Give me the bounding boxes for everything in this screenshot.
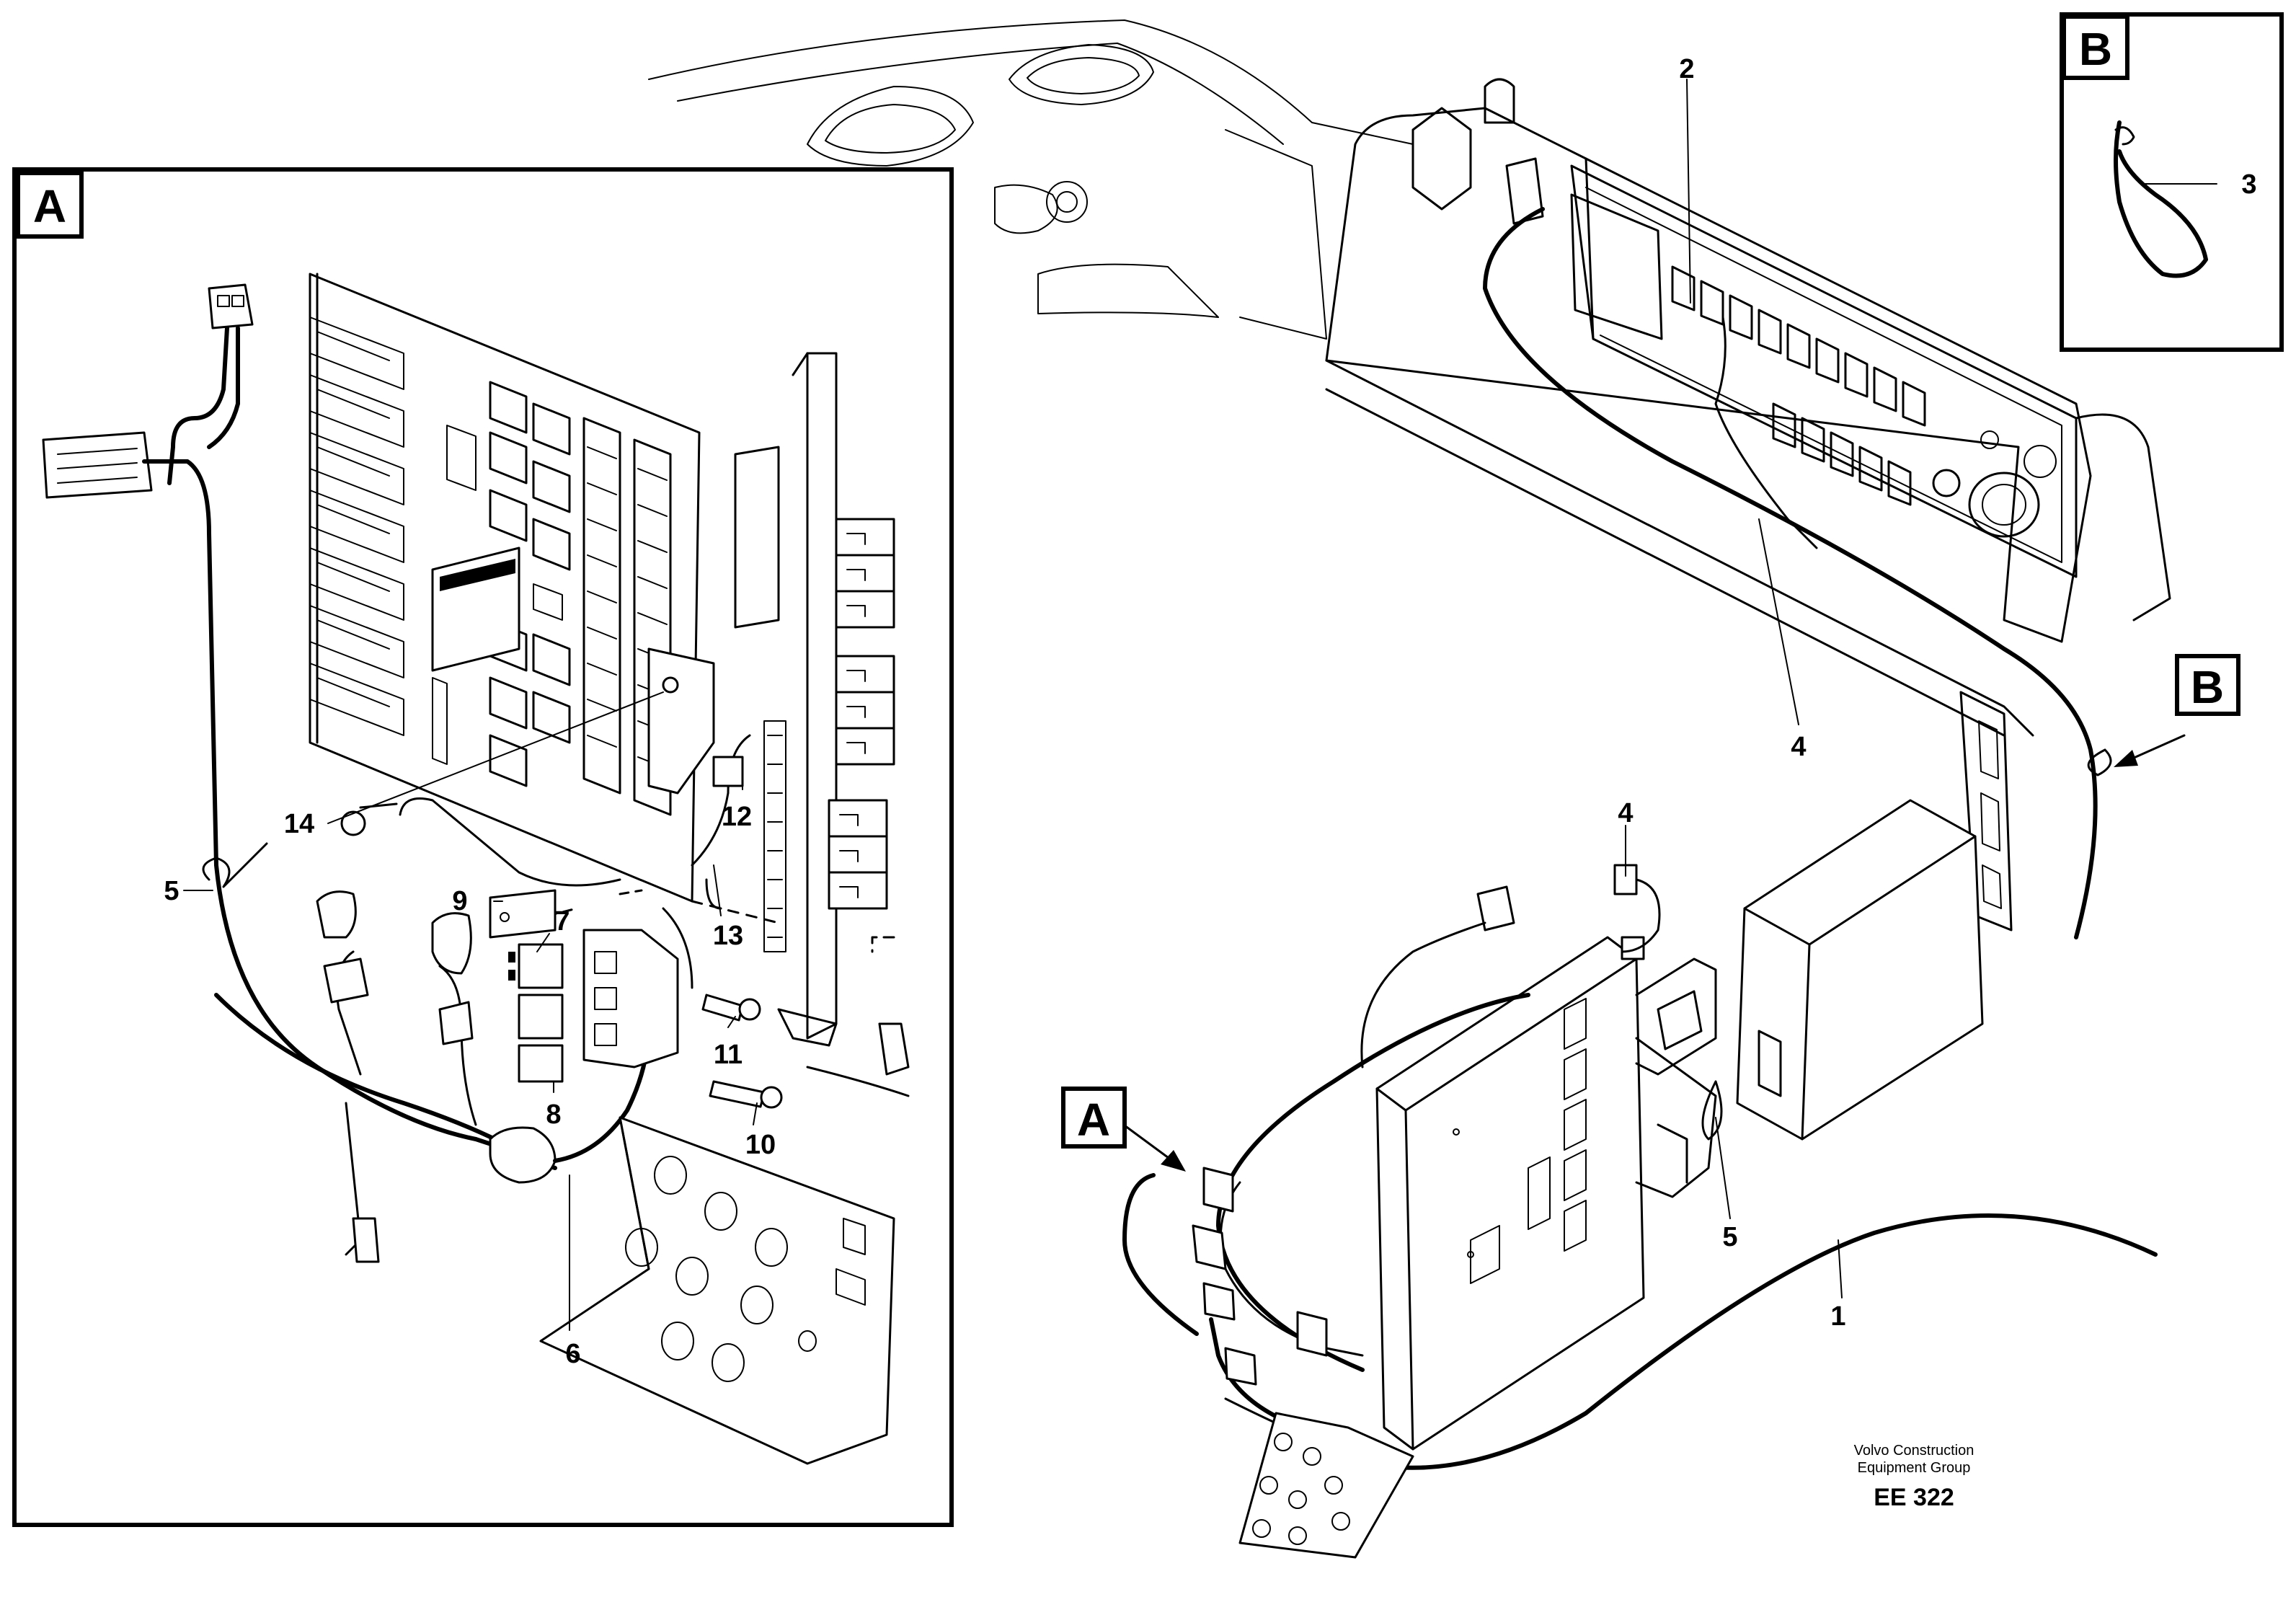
- callout-2: 2: [1679, 54, 1694, 84]
- pointer-a-label: A: [1077, 1094, 1110, 1146]
- pointer-b-label: B: [2191, 661, 2224, 713]
- detail-a-label: A: [33, 180, 66, 232]
- fuse-rail: [691, 352, 910, 1097]
- control-unit: [1736, 799, 1984, 1141]
- pointer-box-a: A: [1061, 1087, 1127, 1149]
- callout-numbers: 2 3 4 4 5 1 5 6 7 8 9 10 11 12 13 14: [164, 54, 2256, 1369]
- switch-row-lower: [1772, 402, 1912, 506]
- drawing-code: EE 322: [1874, 1484, 1954, 1511]
- cable-tie-icon: [2114, 120, 2208, 278]
- detail-a-harness: [42, 283, 895, 1465]
- callout-6: 6: [565, 1339, 580, 1369]
- callout-3: 3: [2241, 169, 2256, 200]
- callout-14: 14: [284, 809, 314, 839]
- relay-board-detail: [309, 273, 715, 903]
- callout-5-main: 5: [1722, 1222, 1737, 1252]
- callout-10: 10: [745, 1130, 776, 1160]
- callout-4-board: 4: [1618, 798, 1633, 828]
- company-line-2: Equipment Group: [1858, 1460, 1971, 1476]
- instrument-panel: [1325, 78, 2171, 939]
- callout-7: 7: [554, 906, 569, 937]
- callout-8: 8: [546, 1099, 561, 1130]
- company-line-1: Volvo Construction: [1854, 1443, 1974, 1459]
- callout-9: 9: [452, 886, 467, 916]
- callout-13: 13: [713, 921, 743, 951]
- detail-b-frame: B: [2060, 12, 2284, 352]
- drawing-footer: Volvo Construction Equipment Group EE 32…: [1854, 1443, 1974, 1511]
- cab-outline: [648, 19, 1414, 340]
- callout-4-panel: 4: [1791, 732, 1806, 762]
- switch-row-upper: [1671, 265, 1926, 427]
- callout-5-detail: 5: [164, 876, 179, 906]
- main-harness-1: [1122, 748, 2158, 1559]
- pointer-box-b: B: [2175, 654, 2240, 716]
- relay-board-main: [1375, 936, 1717, 1451]
- detail-b-label: B: [2079, 23, 2112, 75]
- gauge-icon: [1968, 472, 2040, 538]
- callout-11: 11: [714, 1040, 743, 1070]
- callout-12: 12: [722, 802, 752, 832]
- grommet-plate: [1238, 1412, 1414, 1559]
- callout-1: 1: [1830, 1301, 1845, 1332]
